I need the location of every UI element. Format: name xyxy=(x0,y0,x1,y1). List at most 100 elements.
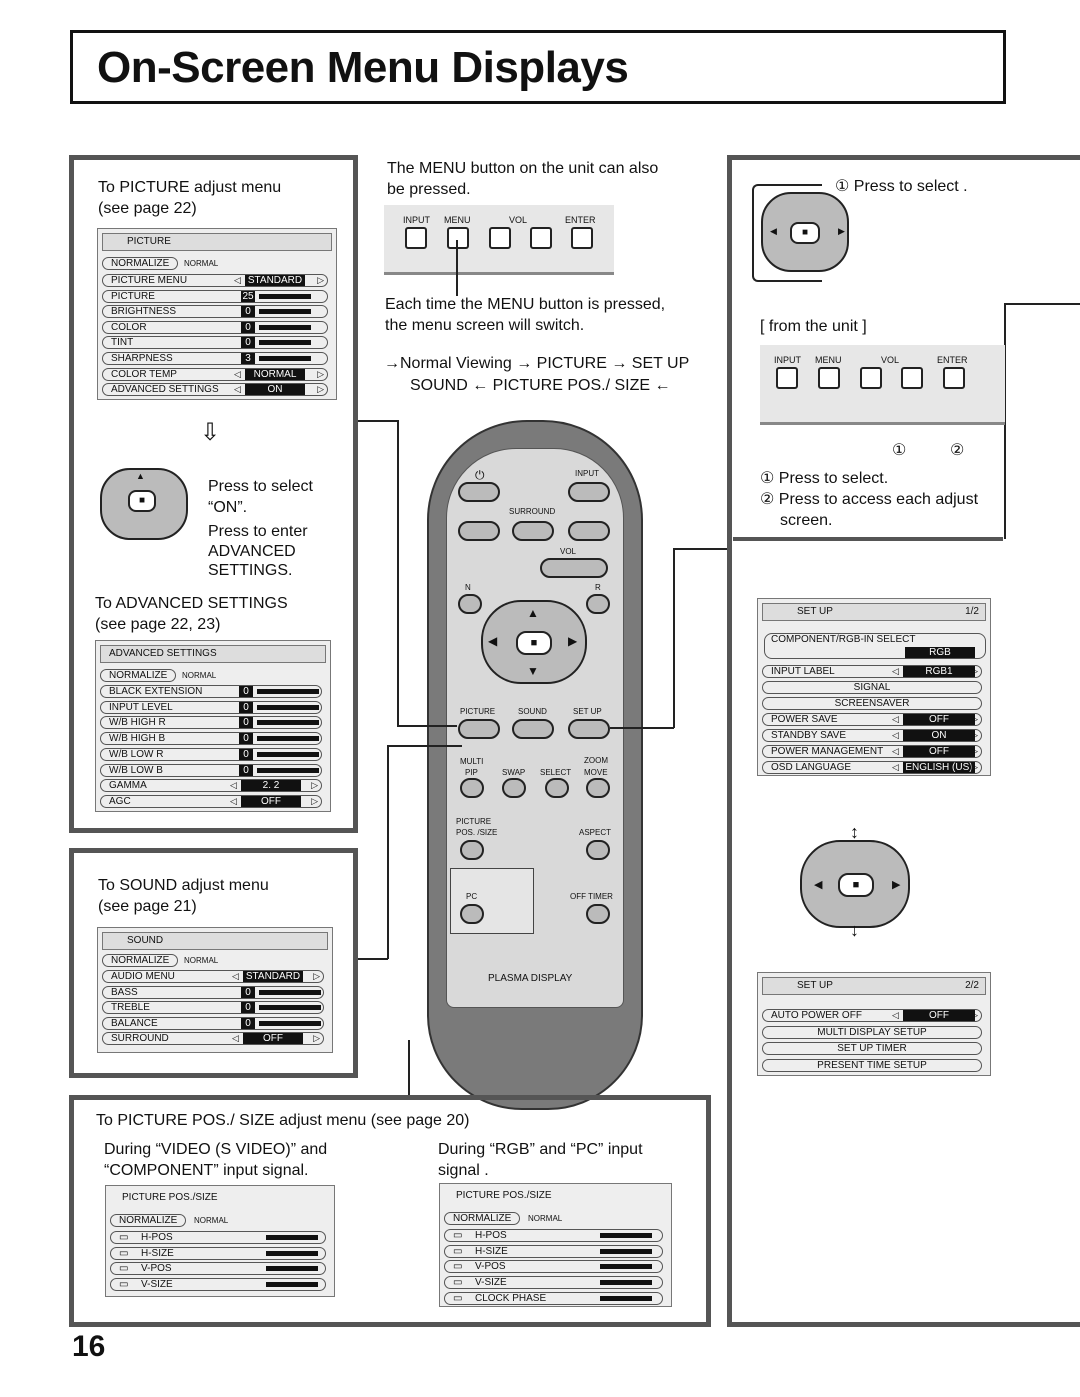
right-arrow-icon[interactable]: ▷ xyxy=(317,275,324,285)
sound-button[interactable] xyxy=(512,719,554,739)
mute-button[interactable] xyxy=(568,521,610,541)
slider-bar[interactable] xyxy=(259,324,311,330)
unit-menu-button[interactable] xyxy=(818,367,840,389)
input-button[interactable] xyxy=(568,482,610,502)
menu-row[interactable]: ▭H-SIZE xyxy=(444,1244,663,1258)
slider-bar[interactable] xyxy=(600,1264,652,1270)
normalize-button[interactable]: NORMALIZE xyxy=(100,669,177,682)
slider-bar[interactable] xyxy=(266,1235,318,1240)
right-arrow-icon[interactable]: ▷ xyxy=(317,368,324,379)
menu-row[interactable]: SCREENSAVER xyxy=(762,697,982,710)
menu-row[interactable]: ▭H-POS xyxy=(444,1229,663,1242)
left-arrow-icon[interactable]: ◁ xyxy=(892,666,899,676)
slider-bar[interactable] xyxy=(257,704,319,710)
slider-bar[interactable] xyxy=(259,1005,321,1011)
slider-bar[interactable] xyxy=(259,340,311,346)
unit-vol-up-button[interactable] xyxy=(901,367,923,389)
power-button[interactable] xyxy=(458,482,500,502)
left-arrow-icon[interactable]: ◁ xyxy=(892,1010,899,1020)
menu-row[interactable]: POWER SAVE◁OFF▷ xyxy=(762,713,982,726)
menu-row[interactable]: ▭H-SIZE xyxy=(110,1246,326,1260)
right-arrow-icon[interactable]: ▷ xyxy=(317,384,324,395)
menu-row[interactable]: COLOR TEMP◁NORMAL▷ xyxy=(102,367,328,381)
normalize-button[interactable]: NORMALIZE xyxy=(444,1212,521,1225)
right-arrow-icon[interactable]: ▷ xyxy=(971,762,978,772)
slider-bar[interactable] xyxy=(266,1266,318,1272)
menu-row[interactable]: ▭V-SIZE xyxy=(110,1278,326,1292)
menu-row[interactable]: SET UP TIMER xyxy=(762,1042,982,1055)
menu-row[interactable]: AGC◁OFF▷ xyxy=(100,794,322,808)
volume-rocker[interactable] xyxy=(540,558,608,578)
left-arrow-icon[interactable]: ◁ xyxy=(232,971,239,981)
menu-row[interactable]: MULTI DISPLAY SETUP xyxy=(762,1025,982,1039)
slider-bar[interactable] xyxy=(266,1282,318,1288)
normalize-button[interactable]: NORMALIZE xyxy=(102,954,179,967)
slider-bar[interactable] xyxy=(266,1250,318,1256)
menu-row[interactable]: ▭V-SIZE xyxy=(444,1276,663,1290)
right-arrow-icon[interactable]: ▷ xyxy=(971,714,978,724)
menu-row[interactable]: GAMMA◁2. 2▷ xyxy=(100,779,322,793)
surround-button[interactable] xyxy=(512,521,554,541)
enter-button[interactable]: ■ xyxy=(516,631,552,655)
right-arrow-icon[interactable]: ▷ xyxy=(971,1010,978,1020)
menu-row[interactable]: SIGNAL xyxy=(762,681,982,694)
normalize-button[interactable]: NORMALIZE xyxy=(102,257,179,270)
pc-button[interactable] xyxy=(460,904,484,924)
unit-input-button[interactable] xyxy=(405,227,427,249)
slider-bar[interactable] xyxy=(600,1295,652,1301)
menu-row[interactable]: SURROUND◁OFF▷ xyxy=(102,1032,324,1046)
slider-bar[interactable] xyxy=(257,689,319,694)
left-arrow-icon[interactable]: ◁ xyxy=(230,780,237,791)
pip-button[interactable] xyxy=(460,778,484,798)
normalize-button[interactable]: NORMALIZE xyxy=(110,1214,187,1227)
component-select-row[interactable]: COMPONENT/RGB-IN SELECT RGB xyxy=(764,633,986,659)
swap-button[interactable] xyxy=(502,778,526,798)
left-arrow-icon[interactable]: ◁ xyxy=(234,384,241,395)
off-timer-button[interactable] xyxy=(586,904,610,924)
slider-bar[interactable] xyxy=(600,1233,652,1238)
menu-row[interactable]: OSD LANGUAGE◁ENGLISH (US)▷ xyxy=(762,761,982,774)
slider-bar[interactable] xyxy=(259,989,321,995)
r-button[interactable] xyxy=(586,594,610,614)
right-arrow-icon[interactable]: ▷ xyxy=(313,1033,320,1044)
right-arrow-icon[interactable]: ▷ xyxy=(971,746,978,756)
left-arrow-icon[interactable]: ◁ xyxy=(234,368,241,379)
left-arrow-icon[interactable]: ◁ xyxy=(892,730,899,740)
aspect-button[interactable] xyxy=(586,840,610,860)
menu-row[interactable]: ADVANCED SETTINGS◁ON▷ xyxy=(102,383,328,397)
picture-pos-button[interactable] xyxy=(460,840,484,860)
slider-bar[interactable] xyxy=(600,1280,652,1286)
menu-row[interactable]: PRESENT TIME SETUP xyxy=(762,1058,982,1072)
right-arrow-icon[interactable]: ▷ xyxy=(971,730,978,740)
select-button[interactable] xyxy=(545,778,569,798)
n-button[interactable] xyxy=(458,594,482,614)
left-arrow-icon[interactable]: ◁ xyxy=(892,714,899,724)
unit-menu-button[interactable] xyxy=(447,227,469,249)
setup-button[interactable] xyxy=(568,719,610,739)
menu-row[interactable]: ▭CLOCK PHASE xyxy=(444,1291,663,1305)
left-arrow-icon[interactable]: ◁ xyxy=(892,746,899,756)
unit-enter-button[interactable] xyxy=(571,227,593,249)
picture-button[interactable] xyxy=(458,719,500,739)
menu-row[interactable]: PICTURE MENU◁STANDARD▷ xyxy=(102,274,328,287)
menu-row[interactable]: ▭V-POS xyxy=(110,1262,326,1276)
menu-row[interactable]: ▭V-POS xyxy=(444,1260,663,1274)
unit-vol-down-button[interactable] xyxy=(489,227,511,249)
slider-bar[interactable] xyxy=(257,736,319,742)
slider-bar[interactable] xyxy=(259,1020,321,1026)
left-arrow-icon[interactable]: ◁ xyxy=(230,795,237,806)
slider-bar[interactable] xyxy=(257,720,319,726)
menu-row[interactable]: ▭H-POS xyxy=(110,1231,326,1244)
menu-row[interactable]: AUDIO MENU◁STANDARD▷ xyxy=(102,970,324,983)
